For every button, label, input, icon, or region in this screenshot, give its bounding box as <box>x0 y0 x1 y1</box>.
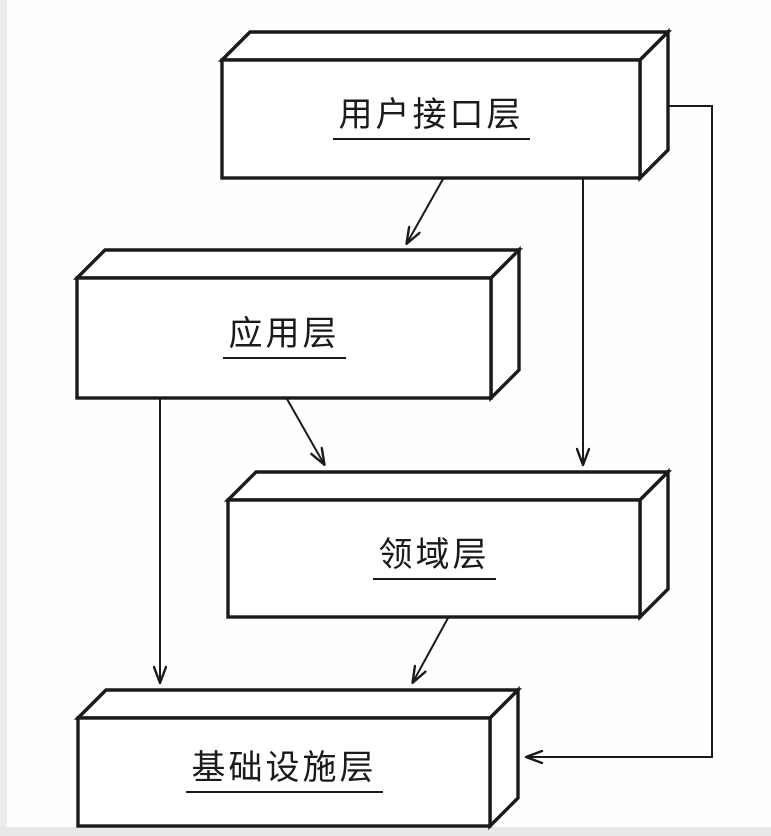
box-application-layer <box>72 245 524 403</box>
node-label: 应用层 <box>222 317 346 359</box>
edge-ui-to-app <box>407 178 444 243</box>
node-domain-layer: 领域层 <box>228 500 640 617</box>
box-front-face <box>75 276 493 400</box>
photo-edge-bottom <box>0 827 771 836</box>
node-label: 用户接口层 <box>332 98 530 140</box>
box-front-face <box>76 716 492 828</box>
box-top-face <box>223 470 673 502</box>
box-infrastructure-layer <box>73 685 523 831</box>
box-front-face <box>226 498 642 619</box>
photo-edge-left <box>0 0 7 836</box>
node-label: 基础设施层 <box>185 751 383 793</box>
box-top-face <box>73 688 523 720</box>
edge-domain-to-infra <box>413 617 449 682</box>
node-application-layer: 应用层 <box>77 278 491 398</box>
box-front-face <box>220 58 642 180</box>
edge-group <box>160 105 713 757</box>
box-top-face <box>217 30 673 62</box>
box-user-interface-layer <box>217 27 673 183</box>
box-domain-layer <box>223 467 673 622</box>
box-right-face <box>638 467 670 622</box>
box-right-face <box>489 245 521 403</box>
edge-app-to-domain <box>286 398 324 464</box>
node-infrastructure-layer: 基础设施层 <box>78 718 490 826</box>
box-right-face <box>638 27 670 183</box>
node-user-interface-layer: 用户接口层 <box>222 60 640 178</box>
edge-ui-to-infra <box>527 105 713 757</box>
box-top-face <box>72 248 524 280</box>
node-label: 领域层 <box>372 538 496 580</box>
